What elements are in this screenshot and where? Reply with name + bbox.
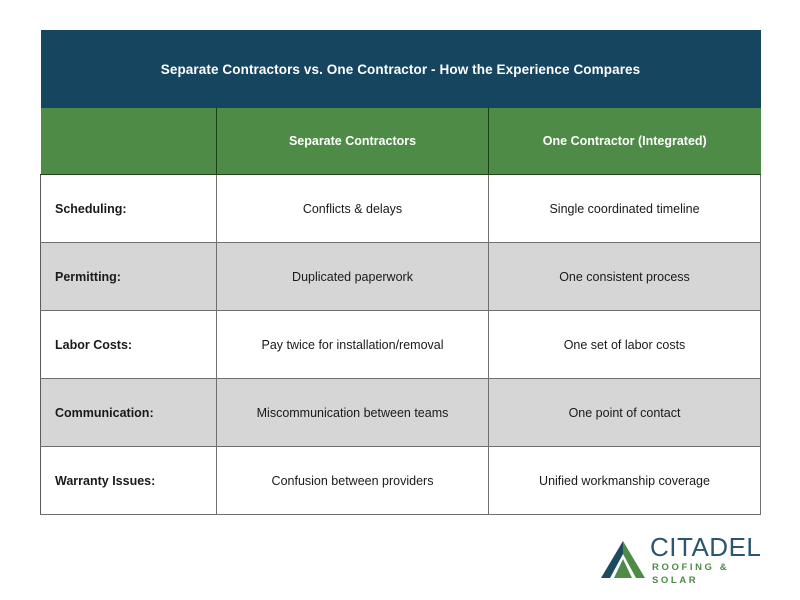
- cell-separate-communication: Miscommunication between teams: [216, 378, 489, 447]
- row-label-communication: Communication:: [40, 378, 217, 447]
- cell-integrated-scheduling: Single coordinated timeline: [487, 174, 762, 243]
- table-row: Labor Costs: Pay twice for installation/…: [40, 310, 762, 379]
- cell-separate-permitting: Duplicated paperwork: [216, 242, 489, 311]
- row-label-labor-costs: Labor Costs:: [40, 310, 217, 379]
- table-row: Scheduling: Conflicts & delays Single co…: [40, 174, 762, 243]
- table-column-header-row: Separate Contractors One Contractor (Int…: [40, 108, 761, 175]
- logo-tagline: ROOFING & SOLAR: [652, 561, 730, 586]
- logo-text-block: CITADEL ROOFING & SOLAR: [650, 534, 770, 587]
- cell-integrated-communication: One point of contact: [487, 378, 762, 447]
- table-header: Separate Contractors vs. One Contractor …: [40, 30, 761, 175]
- cell-separate-labor-costs: Pay twice for installation/removal: [216, 310, 489, 379]
- comparison-table: Separate Contractors vs. One Contractor …: [40, 30, 762, 515]
- column-header-blank: [40, 108, 217, 175]
- cell-separate-warranty-issues: Confusion between providers: [216, 446, 489, 515]
- logo-wordmark: CITADEL: [650, 531, 762, 562]
- cell-integrated-labor-costs: One set of labor costs: [487, 310, 762, 379]
- citadel-logo: CITADEL ROOFING & SOLAR: [600, 534, 770, 586]
- row-label-warranty-issues: Warranty Issues:: [40, 446, 217, 515]
- column-header-one-contractor: One Contractor (Integrated): [487, 108, 761, 175]
- row-label-scheduling: Scheduling:: [40, 174, 217, 243]
- table-body: Scheduling: Conflicts & delays Single co…: [40, 174, 762, 515]
- comparison-table-container: Separate Contractors vs. One Contractor …: [40, 30, 762, 515]
- cell-integrated-warranty-issues: Unified workmanship coverage: [487, 446, 762, 515]
- table-title: Separate Contractors vs. One Contractor …: [40, 30, 761, 108]
- cell-separate-scheduling: Conflicts & delays: [216, 174, 489, 243]
- column-header-separate-contractors: Separate Contractors: [216, 108, 489, 175]
- roof-peak-icon: [600, 540, 646, 580]
- table-title-row: Separate Contractors vs. One Contractor …: [40, 30, 761, 108]
- table-row: Permitting: Duplicated paperwork One con…: [40, 242, 762, 311]
- cell-integrated-permitting: One consistent process: [487, 242, 762, 311]
- row-label-permitting: Permitting:: [40, 242, 217, 311]
- table-row: Communication: Miscommunication between …: [40, 378, 762, 447]
- table-row: Warranty Issues: Confusion between provi…: [40, 446, 762, 515]
